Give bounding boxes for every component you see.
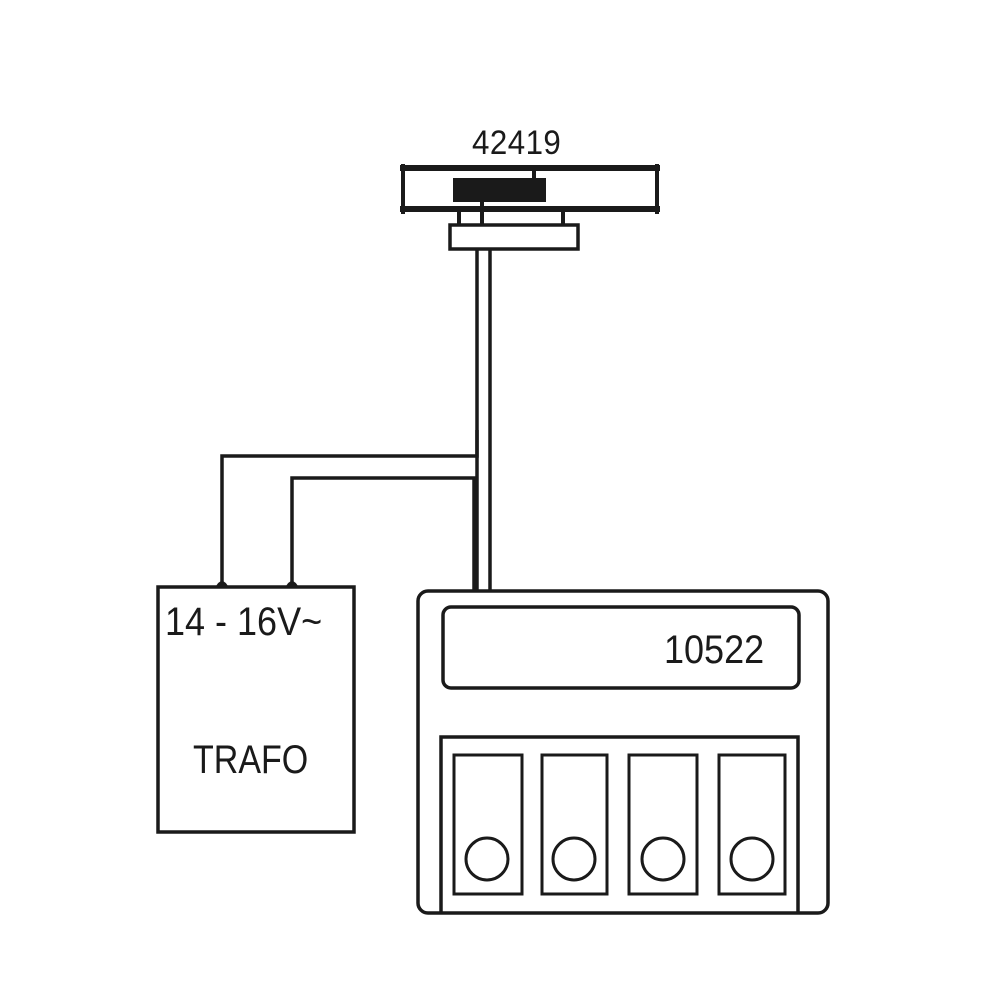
button-1[interactable] [452,753,524,896]
button-3-indicator-icon [640,836,686,882]
decoder-label: 42419 [472,124,562,162]
control-unit-housing [416,589,830,915]
button-3[interactable] [627,753,699,896]
transformer-voltage-label: 14 - 16V~ [165,600,323,644]
decoder-base [448,223,580,251]
button-4[interactable] [717,753,787,896]
transformer-box [156,585,356,834]
wire-trafo-to-decoder [220,430,479,583]
button-4-indicator-icon [729,836,775,882]
button-2-indicator-icon [551,836,597,882]
button-panel [439,735,800,913]
decoder-device [400,164,660,251]
transformer-name-label: TRAFO [193,738,309,782]
decoder-block [453,178,546,202]
button-2[interactable] [540,753,609,896]
decoder-wires [475,249,492,592]
control-unit-display [441,605,801,690]
button-1-indicator-icon [464,836,510,882]
control-unit [416,589,830,915]
wire-trafo-to-control [290,476,476,592]
control-unit-label: 10522 [664,628,765,672]
